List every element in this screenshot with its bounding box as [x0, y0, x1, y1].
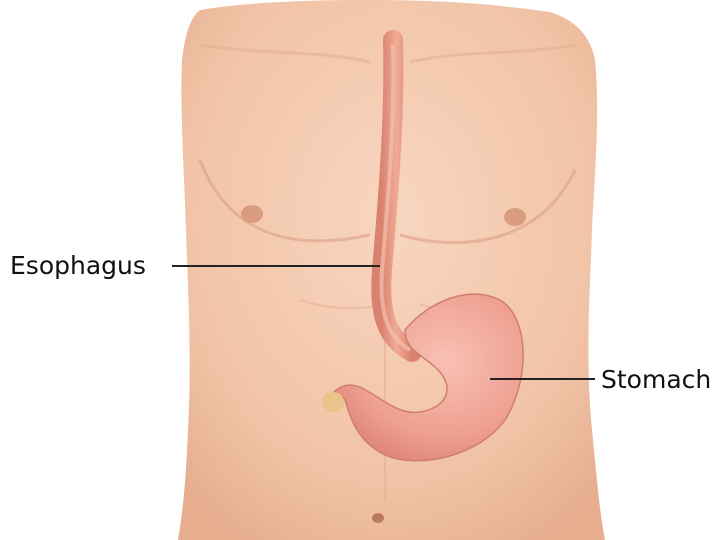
duodenum-illustration	[322, 392, 344, 412]
left-nipple	[241, 205, 263, 223]
navel	[372, 513, 384, 523]
esophagus-label: Esophagus	[10, 253, 146, 278]
stomach-label: Stomach	[601, 367, 711, 392]
right-nipple	[504, 208, 526, 226]
